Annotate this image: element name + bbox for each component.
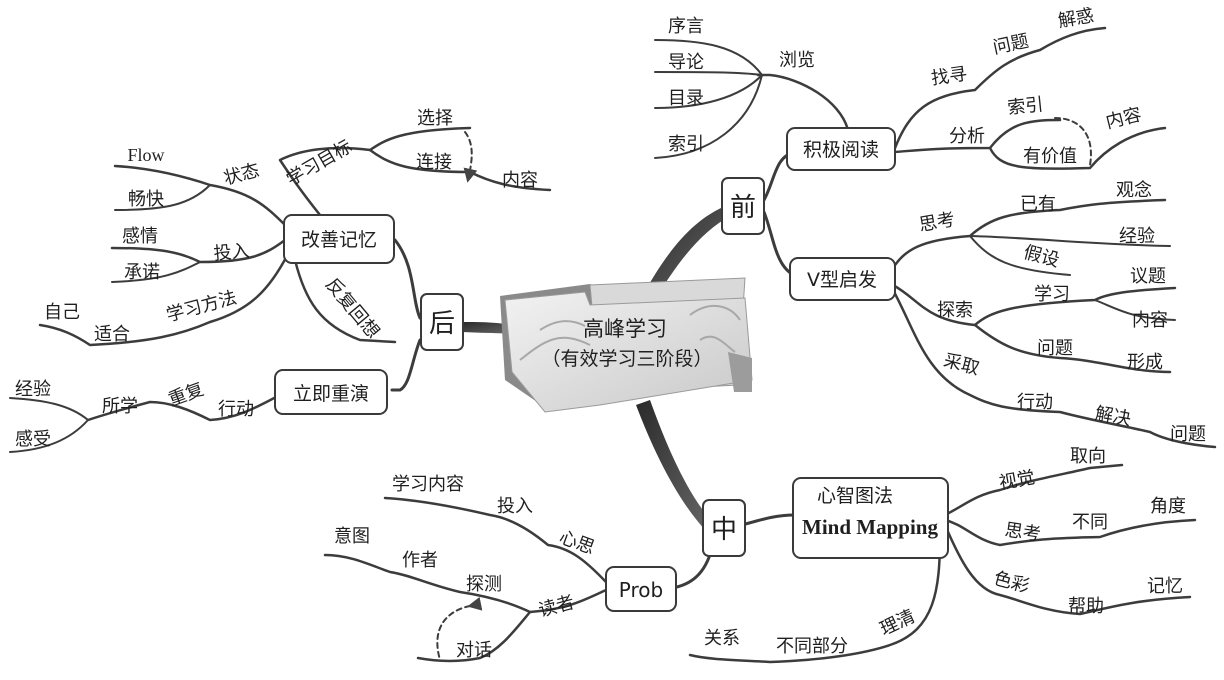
goal-select: 选择 [417, 108, 453, 129]
find-answer: 解惑 [1056, 5, 1095, 32]
central-title: 高峰学习 [583, 317, 667, 341]
think-concept: 观念 [1116, 179, 1152, 201]
explore-label: 探索 [937, 300, 973, 321]
visual-label: 视觉 [997, 467, 1036, 494]
svg-text:Prob: Prob [619, 578, 663, 602]
method-fit: 适合 [94, 324, 130, 345]
svg-text:中: 中 [711, 515, 737, 545]
color-help: 帮助 [1068, 596, 1104, 617]
goal-content: 内容 [502, 170, 538, 191]
analyze-label: 分析 [949, 126, 985, 147]
think-label: 思考 [917, 209, 956, 236]
explore-form: 形成 [1127, 352, 1163, 373]
svg-text:前: 前 [730, 193, 756, 223]
reader-label: 读者 [536, 592, 576, 622]
reader-dialogue: 对话 [456, 640, 492, 661]
state-smooth: 畅快 [128, 189, 164, 210]
visual-orientation: 取向 [1070, 446, 1106, 467]
browse-item: 导论 [668, 52, 704, 73]
analyze-valuable: 有价值 [1023, 146, 1077, 167]
thinking-different: 不同 [1072, 512, 1108, 533]
action-experience: 经验 [15, 379, 51, 400]
explore-question: 问题 [1037, 338, 1073, 359]
svg-text:改善记忆: 改善记忆 [301, 229, 377, 251]
svg-text:V型启发: V型启发 [807, 269, 877, 291]
color-label: 色彩 [991, 568, 1031, 598]
think-existing: 已有 [1020, 194, 1056, 215]
think-hypothesis: 假设 [1021, 242, 1061, 272]
method-label: 学习方法 [164, 287, 239, 326]
state-label: 状态 [221, 160, 261, 190]
invest-commit: 承诺 [124, 262, 160, 283]
analyze-content: 内容 [1104, 104, 1144, 133]
mind-invest: 投入 [497, 496, 533, 517]
review-label: 反复回想 [321, 274, 383, 343]
explore-learn: 学习 [1034, 284, 1070, 305]
take-action: 行动 [1017, 392, 1053, 413]
explore-content: 内容 [1132, 310, 1168, 331]
central-topic: 高峰学习 （有效学习三阶段） [500, 277, 753, 413]
goal-connect: 连接 [416, 152, 452, 173]
svg-text:立即重演: 立即重演 [293, 383, 369, 405]
mind-mapping-title: 心智图法 [817, 485, 893, 507]
clarify-parts: 不同部分 [776, 636, 848, 657]
action-learned: 所学 [102, 396, 138, 417]
thinking-label: 思考 [1003, 520, 1042, 546]
take-solve: 解决 [1093, 403, 1132, 430]
color-memory: 记忆 [1147, 576, 1183, 597]
invest-label: 投入 [213, 240, 251, 264]
browse-item: 目录 [668, 88, 704, 109]
node-before[interactable]: 前 [721, 177, 765, 235]
explore-topic: 议题 [1130, 266, 1166, 287]
mind-content: 学习内容 [392, 474, 464, 495]
node-v-model[interactable]: V型启发 [789, 257, 896, 301]
thinking-angle: 角度 [1150, 496, 1186, 517]
state-flow: Flow [127, 145, 164, 165]
labels-during: 视觉 取向 思考 不同 角度 色彩 帮助 记忆 理清 不同部分 关系 心思 投入… [334, 446, 1186, 661]
browse-label: 浏览 [779, 50, 815, 71]
mind-mapping-subtitle: Mind Mapping [802, 515, 938, 539]
method-self: 自己 [44, 302, 80, 323]
analyze-index: 索引 [1006, 94, 1044, 119]
think-experience: 经验 [1119, 226, 1155, 247]
central-subtitle: （有效学习三阶段） [541, 348, 712, 370]
browse-item: 索引 [668, 134, 704, 155]
action-repeat: 重复 [166, 379, 207, 411]
action-label: 行动 [218, 399, 254, 420]
invest-emotion: 感情 [122, 226, 158, 247]
node-improve-memory[interactable]: 改善记忆 [283, 214, 395, 264]
take-label: 采取 [941, 350, 981, 380]
clarify-relation: 关系 [704, 628, 740, 649]
mind-label: 心思 [556, 527, 597, 559]
find-label: 找寻 [930, 64, 969, 90]
reader-probe: 探测 [466, 574, 502, 595]
node-after[interactable]: 后 [420, 293, 464, 351]
browse-item: 序言 [668, 16, 704, 37]
svg-text:积极阅读: 积极阅读 [803, 139, 879, 161]
node-rehearse[interactable]: 立即重演 [274, 369, 388, 415]
clarify-label: 理清 [877, 606, 919, 640]
reader-author: 作者 [402, 550, 438, 571]
action-feeling: 感受 [15, 429, 51, 450]
node-prob[interactable]: Prob [605, 566, 677, 612]
svg-text:后: 后 [429, 309, 455, 339]
take-problem: 问题 [1170, 424, 1206, 445]
node-during[interactable]: 中 [702, 499, 746, 557]
node-active-reading[interactable]: 积极阅读 [786, 127, 896, 171]
node-mind-mapping[interactable]: 心智图法 Mind Mapping [792, 477, 949, 559]
reader-intent: 意图 [334, 526, 370, 547]
goal-label: 学习目标 [283, 136, 356, 190]
